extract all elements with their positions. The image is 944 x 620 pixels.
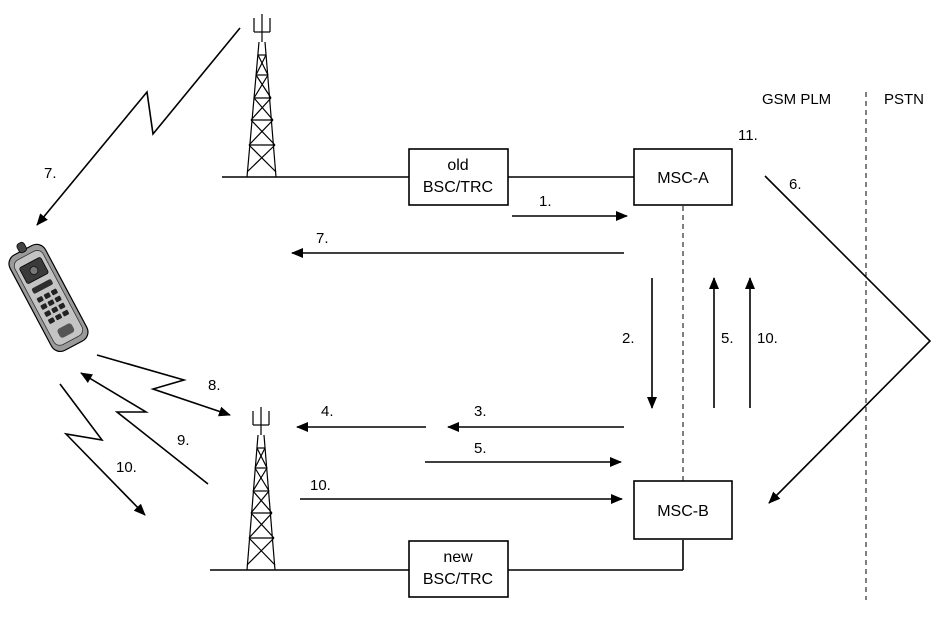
old-bsc-trc-box bbox=[408, 148, 509, 206]
new-bsc-trc-box bbox=[408, 540, 509, 598]
gsm-plm-label: GSM PLM bbox=[762, 91, 831, 108]
step-6-label: 6. bbox=[789, 176, 802, 193]
step-7-top-label: 7. bbox=[44, 165, 57, 182]
msc-b-label: MSC-B bbox=[657, 503, 709, 520]
mobile-phone-icon bbox=[8, 241, 89, 353]
step-2-label: 2. bbox=[622, 330, 635, 347]
step-3-label: 3. bbox=[474, 403, 487, 420]
old-base-station-tower bbox=[246, 14, 277, 178]
pstn-label: PSTN bbox=[884, 91, 924, 108]
new-bsc-label-line2: BSC/TRC bbox=[423, 571, 493, 588]
old-bsc-label-line1: old bbox=[447, 157, 468, 174]
step-10-up-label: 10. bbox=[757, 330, 778, 347]
step-10-radio-label: 10. bbox=[116, 459, 137, 476]
step-5-up-label: 5. bbox=[721, 330, 734, 347]
radio-arrow-step-10 bbox=[59, 383, 146, 516]
step-11-label: 11. bbox=[738, 127, 758, 144]
arrow-step-6-path bbox=[764, 175, 932, 504]
step-5-right-label: 5. bbox=[474, 440, 487, 457]
radio-arrow-step-8 bbox=[96, 354, 231, 417]
step-1-label: 1. bbox=[539, 193, 552, 210]
msc-a-label: MSC-A bbox=[657, 170, 709, 187]
new-bsc-label-line1: new bbox=[443, 549, 473, 566]
new-base-station-tower bbox=[246, 407, 276, 571]
old-bsc-label-line2: BSC/TRC bbox=[423, 179, 493, 196]
radio-arrow-step-7 bbox=[36, 27, 241, 226]
radio-arrow-step-9 bbox=[80, 372, 209, 485]
step-9-label: 9. bbox=[177, 432, 190, 449]
step-10-right-label: 10. bbox=[310, 477, 331, 494]
step-4-label: 4. bbox=[321, 403, 334, 420]
step-7-mid-label: 7. bbox=[316, 230, 329, 247]
msc-b-box bbox=[633, 480, 733, 540]
msc-a-box bbox=[633, 148, 733, 206]
step-8-label: 8. bbox=[208, 377, 221, 394]
